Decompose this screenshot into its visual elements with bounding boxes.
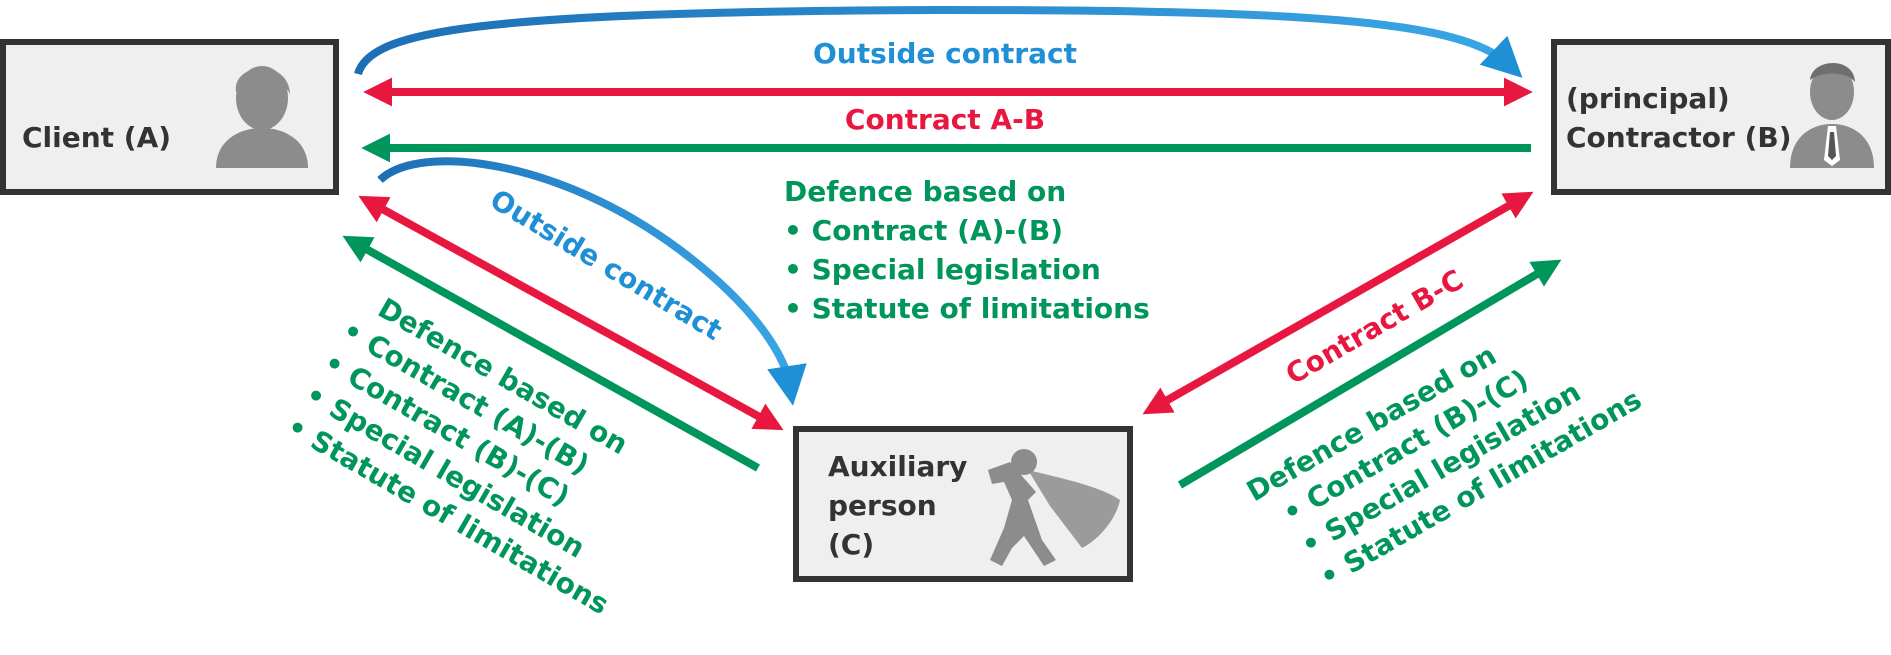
auxiliary-label-line2: person: [828, 489, 937, 522]
auxiliary-label-line3: (C): [828, 528, 874, 561]
defence-left-block: Defence based on • Contract (A)-(B) • Co…: [281, 291, 633, 621]
outside-contract-top-label: Outside contract: [813, 37, 1077, 70]
contractor-label-line2: Contractor (B): [1566, 121, 1792, 154]
defence-right-block: Defence based on • Contract (B)-(C) • Sp…: [1241, 338, 1647, 594]
defence-right-arrow: [1177, 259, 1562, 489]
defence-ab-item: • Statute of limitations: [784, 292, 1150, 325]
contract-bc-arrow: [1142, 191, 1534, 415]
superhero-icon: [988, 449, 1120, 566]
client-label: Client (A): [22, 121, 171, 154]
defence-left-arrow: [342, 235, 760, 472]
contract-ab-label: Contract A-B: [845, 103, 1045, 136]
auxiliary-box: Auxiliary person (C): [793, 426, 1133, 582]
contractor-box: (principal) Contractor (B): [1551, 39, 1891, 195]
defence-ab-title: Defence based on: [784, 175, 1066, 208]
defence-ab-item: • Contract (A)-(B): [784, 214, 1063, 247]
outside-contract-left-arrow: [377, 157, 807, 406]
client-box: Client (A): [0, 39, 339, 195]
defence-ab-item: • Special legislation: [784, 253, 1101, 286]
contract-ac-arrow: [358, 195, 784, 431]
outside-contract-top-arrow: [354, 5, 1523, 78]
contractor-label-line1: (principal): [1566, 82, 1730, 115]
businessman-icon: [1790, 63, 1874, 168]
defence-ab-block: Defence based on • Contract (A)-(B) • Sp…: [784, 175, 1150, 325]
woman-user-icon: [216, 66, 308, 168]
auxiliary-label-line1: Auxiliary: [828, 450, 967, 483]
